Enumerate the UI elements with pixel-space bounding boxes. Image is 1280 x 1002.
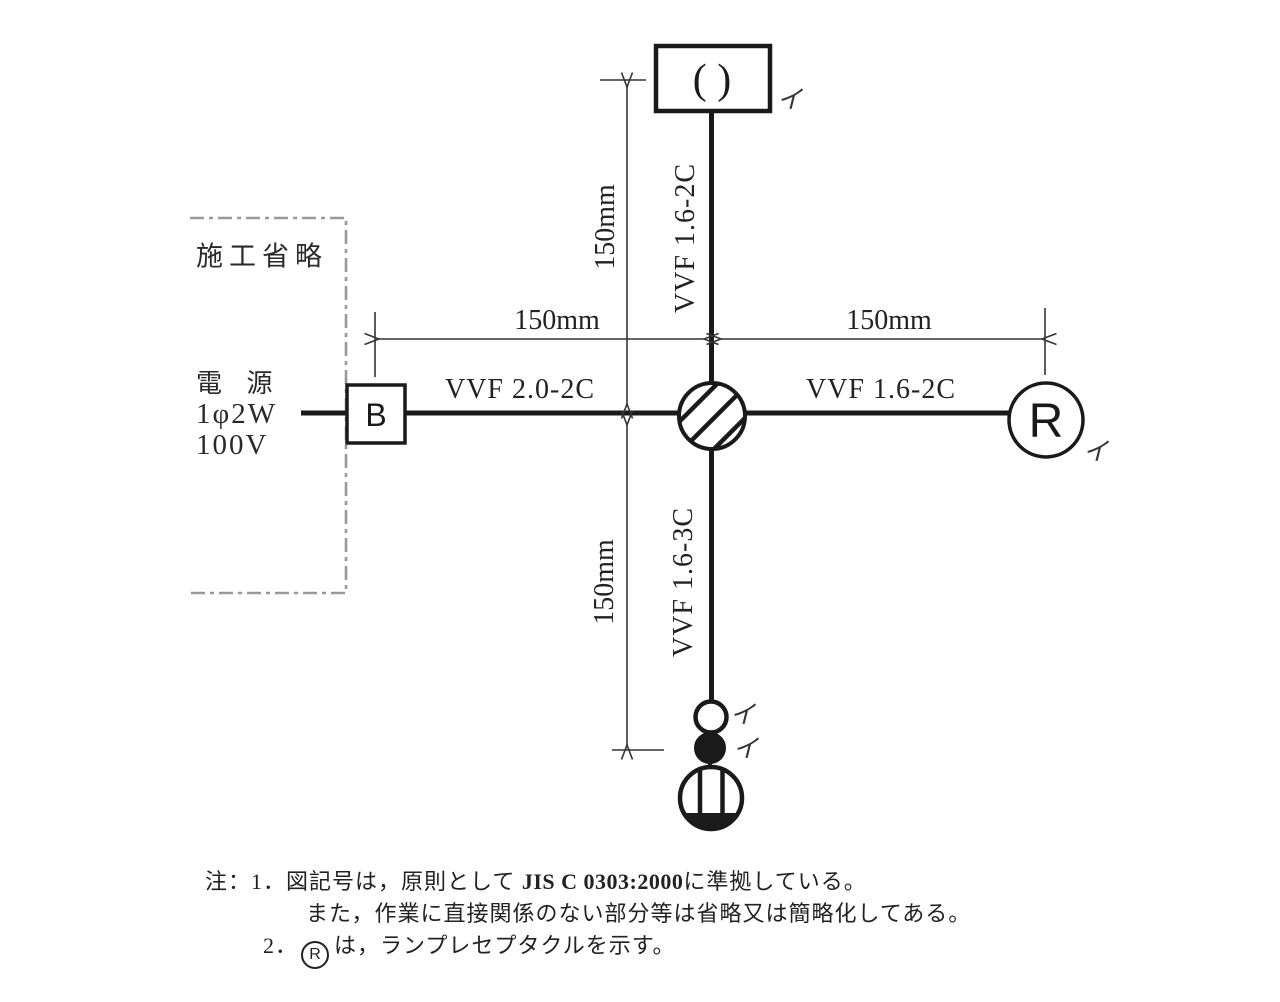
pilot-lamp-symbol (693, 699, 729, 735)
note-line-2: また，作業に直接関係のない部分等は省略又は簡略化してある。 (306, 901, 972, 926)
power-source-label: 電 源 1φ2W 100V (196, 368, 282, 461)
note-line-1-suffix: に準拠している。 (683, 869, 867, 894)
cable-label-left: VVF 2.0-2C (444, 374, 596, 405)
lamp-receptacle-symbol: R (1007, 381, 1085, 459)
note-line-3-text: は，ランプレセプタクルを示す。 (334, 933, 676, 958)
cable-label-top: VVF 1.6-2C (670, 162, 701, 314)
outlet-symbol (677, 760, 745, 832)
ceiling-light-symbol: ( ) (653, 43, 773, 114)
dimension-label-top: 150mm (590, 184, 621, 270)
dimension-label-right: 150mm (846, 305, 932, 336)
note-line-1-prefix: 注：1．図記号は，原則として (205, 869, 522, 894)
note-line-1-standard: JIS C 0303:2000 (521, 869, 684, 894)
note-line-3-number: 2． (263, 933, 299, 958)
junction-box-hatching (679, 383, 745, 449)
power-source-line2: 1φ2W (196, 398, 278, 430)
dimension-label-left: 150mm (514, 305, 600, 336)
dimension-label-bottom: 150mm (589, 539, 620, 625)
cable-label-bottom: VVF 1.6-3C (668, 506, 699, 658)
construction-omitted-label: 施工省略 (196, 241, 328, 272)
receptacle-letter: R (1029, 395, 1064, 448)
cable-label-right: VVF 1.6-2C (805, 374, 957, 405)
breaker-symbol: B (345, 383, 407, 445)
ceiling-fixture-glyph: ( ) (693, 57, 731, 103)
switch-symbol (694, 732, 726, 764)
power-source-line1: 電 源 (196, 369, 282, 398)
power-source-line3: 100V (196, 429, 269, 461)
note-line-1: 注：1．図記号は，原則として JIS C 0303:2000に準拠している。 (205, 864, 867, 896)
circled-r-icon: R (301, 941, 330, 969)
breaker-letter: B (365, 397, 386, 433)
junction-box-symbol (677, 381, 747, 451)
